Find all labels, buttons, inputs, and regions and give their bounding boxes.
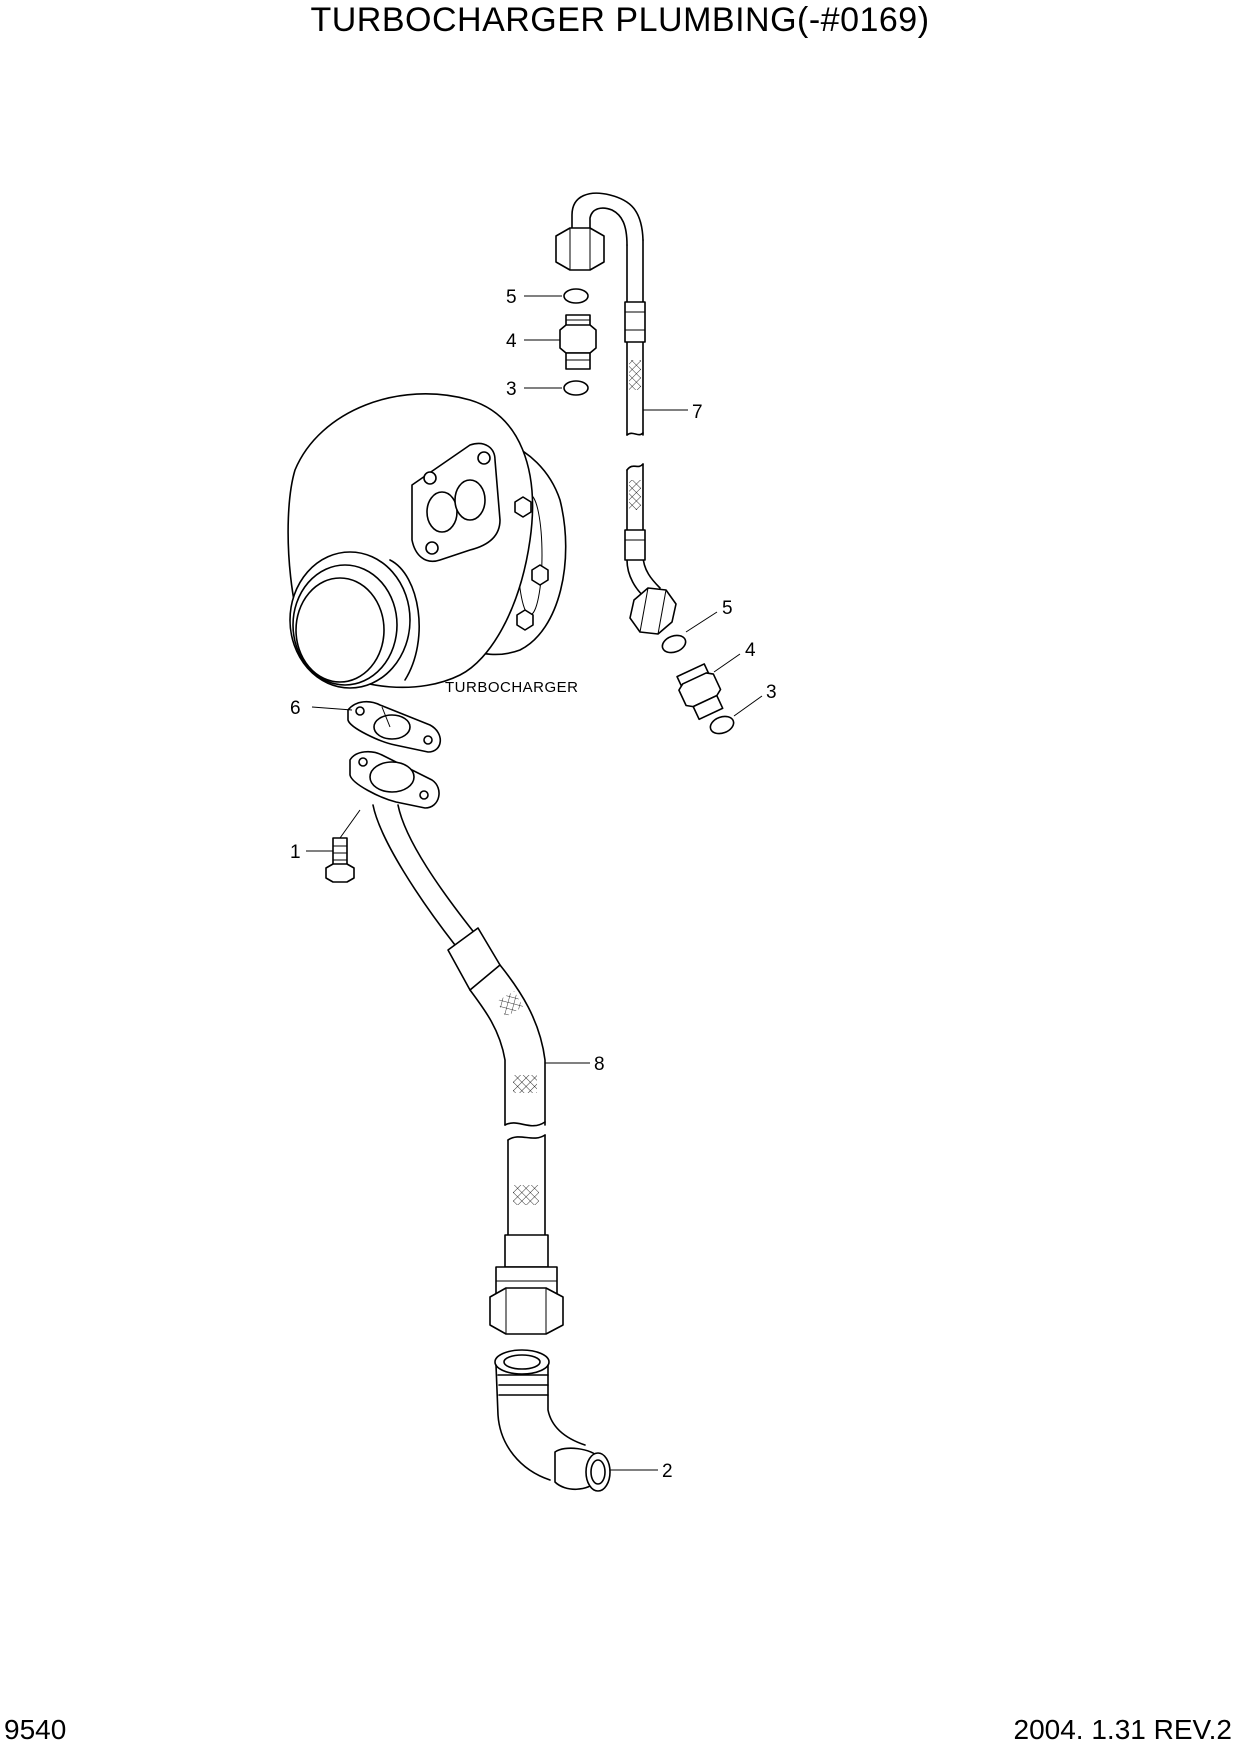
callout-4-lower: 4 <box>745 640 756 661</box>
o-ring-lower <box>661 634 687 654</box>
elbow-fitting <box>494 1349 611 1492</box>
page-title: TURBOCHARGER PLUMBING(-#0169) <box>310 1 930 39</box>
callout-4-upper: 4 <box>506 331 517 352</box>
oil-feed-pipe <box>555 192 677 635</box>
callout-3-lower: 3 <box>766 682 777 703</box>
callout-5-lower: 5 <box>722 598 733 619</box>
o-ring-upper <box>563 288 589 304</box>
callout-3-upper: 3 <box>506 379 517 400</box>
callout-8: 8 <box>594 1054 605 1075</box>
connector-upper <box>559 314 597 370</box>
revision-date: 2004. 1.31 REV.2 <box>1013 1714 1232 1745</box>
connector-lower <box>676 663 724 721</box>
bolt <box>325 837 355 883</box>
callout-leaders <box>306 295 763 1471</box>
callout-5-upper: 5 <box>506 287 517 308</box>
callout-2: 2 <box>662 1461 673 1482</box>
o-ring-upper-2 <box>563 380 589 396</box>
callout-7: 7 <box>692 402 703 423</box>
page-code: 9540 <box>4 1714 67 1745</box>
turbocharger-assembly <box>287 393 567 689</box>
callout-1: 1 <box>290 842 301 863</box>
oil-drain-tube <box>349 750 564 1335</box>
gasket <box>347 700 442 753</box>
turbocharger-label: TURBOCHARGER <box>445 679 579 696</box>
callout-6: 6 <box>290 698 301 719</box>
o-ring-lower-2 <box>709 715 735 735</box>
